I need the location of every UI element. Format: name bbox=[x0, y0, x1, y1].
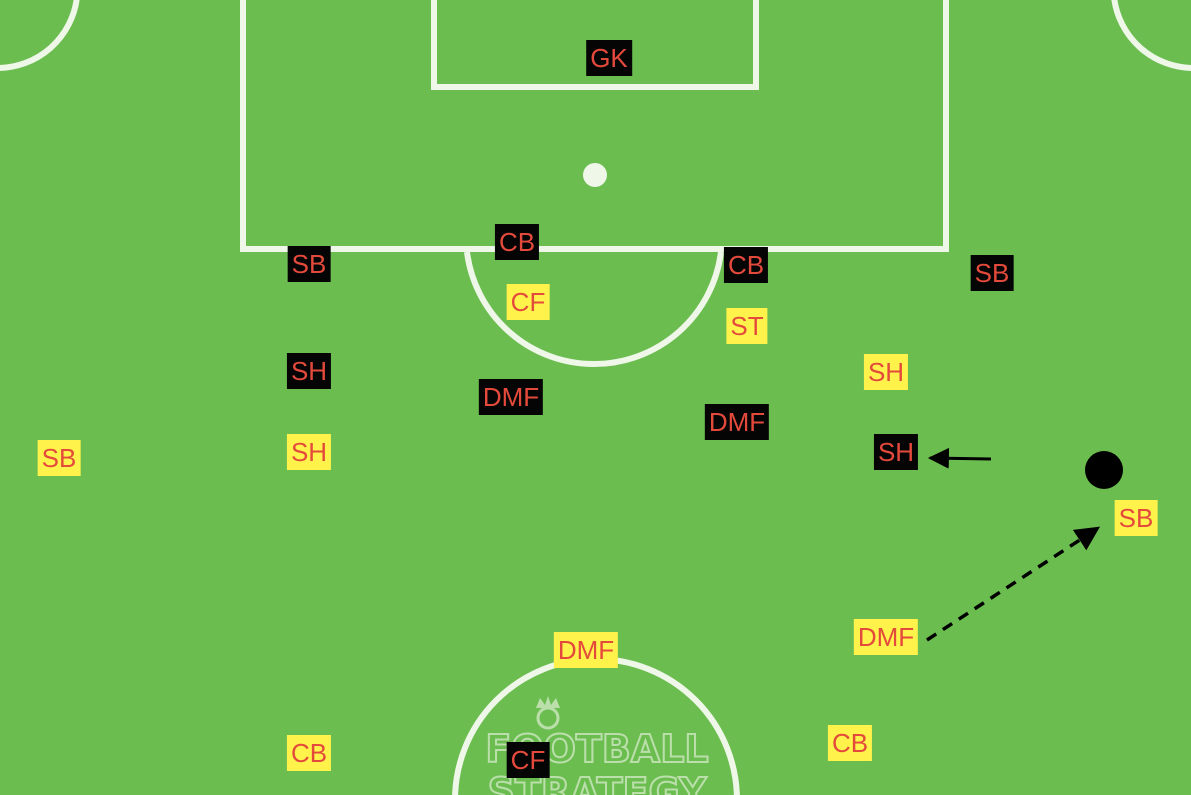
goal-area bbox=[431, 0, 759, 90]
player-black-dmf-right[interactable]: DMF bbox=[704, 404, 770, 440]
penalty-spot bbox=[583, 163, 607, 187]
corner-arc-left bbox=[0, 0, 80, 71]
penalty-arc bbox=[464, 251, 724, 368]
corner-arc-right bbox=[1111, 0, 1191, 71]
player-black-sb-left[interactable]: SB bbox=[287, 246, 331, 282]
player-black-cb-left[interactable]: CB bbox=[494, 224, 540, 260]
player-yellow-sh-right[interactable]: SH bbox=[863, 354, 909, 390]
player-yellow-st[interactable]: ST bbox=[726, 308, 768, 344]
player-yellow-dmf-right[interactable]: DMF bbox=[853, 619, 919, 655]
player-black-sb-right[interactable]: SB bbox=[970, 255, 1014, 291]
penalty-area bbox=[240, 0, 949, 252]
crown-globe-icon bbox=[536, 696, 560, 730]
player-black-sh-left[interactable]: SH bbox=[286, 353, 332, 389]
player-black-gk[interactable]: GK bbox=[586, 40, 632, 76]
ball bbox=[1085, 451, 1123, 489]
player-yellow-dmf-center[interactable]: DMF bbox=[553, 632, 619, 668]
arrow-dashed bbox=[926, 526, 1101, 642]
player-yellow-sh-left[interactable]: SH bbox=[286, 434, 332, 470]
arrow-solid bbox=[927, 447, 992, 469]
player-black-cf[interactable]: CF bbox=[506, 742, 550, 778]
player-black-cb-right[interactable]: CB bbox=[723, 247, 769, 283]
player-yellow-cb-left[interactable]: CB bbox=[286, 735, 332, 771]
player-yellow-sb-right[interactable]: SB bbox=[1114, 500, 1158, 536]
player-black-dmf-left[interactable]: DMF bbox=[478, 379, 544, 415]
player-yellow-cb-right[interactable]: CB bbox=[827, 725, 873, 761]
player-yellow-sb-left[interactable]: SB bbox=[37, 440, 81, 476]
player-black-sh-right[interactable]: SH bbox=[873, 434, 919, 470]
player-yellow-cf[interactable]: CF bbox=[506, 284, 550, 320]
